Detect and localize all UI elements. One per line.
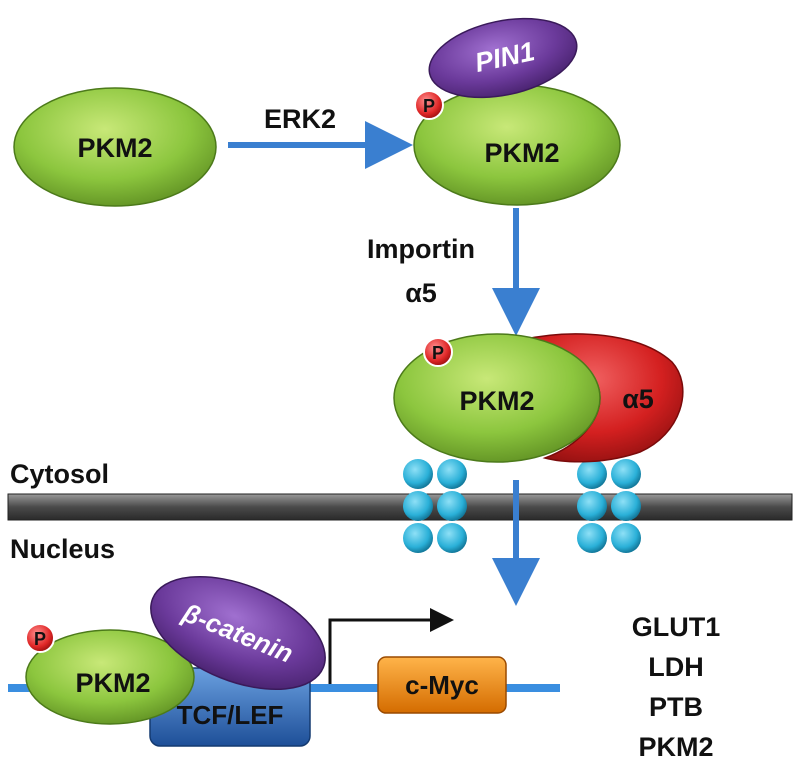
target-gene: GLUT1 — [632, 612, 721, 642]
pkm2-phosphorylated: PKM2 — [413, 84, 621, 206]
cytosol-label: Cytosol — [10, 459, 109, 489]
beta-catenin: β-catenin — [150, 575, 326, 691]
target-genes-list: GLUT1 LDH PTB PKM2 — [632, 612, 721, 762]
nuclear-pore-right — [577, 459, 641, 553]
pkm2-nuclear-label: PKM2 — [75, 668, 150, 698]
c-myc-gene: c-Myc — [377, 656, 507, 714]
membrane — [7, 493, 793, 521]
pkm2-importin-label: PKM2 — [459, 386, 534, 416]
pkm2-start-label: PKM2 — [77, 133, 152, 163]
target-gene: PTB — [649, 692, 703, 722]
alpha5-label: α5 — [622, 384, 654, 414]
pkm2-nuclear: PKM2 — [25, 629, 195, 725]
tcf-lef-label: TCF/LEF — [177, 700, 284, 730]
nucleus-label: Nucleus — [10, 534, 115, 564]
phospho-label: P — [423, 96, 435, 116]
nuclear-pore-left — [403, 459, 467, 553]
importin-label-line1: Importin — [367, 234, 475, 264]
c-myc-label: c-Myc — [405, 670, 479, 700]
phospho-badge-middle: P — [423, 337, 453, 367]
phospho-badge-bottom: P — [25, 623, 55, 653]
pkm2-importin-complex: PKM2 — [393, 333, 601, 463]
phospho-label: P — [34, 629, 46, 649]
importin-label-line2: α5 — [405, 278, 437, 308]
phospho-label: P — [432, 343, 444, 363]
erk2-label: ERK2 — [264, 104, 336, 134]
pkm2-unphosphorylated: PKM2 — [13, 87, 217, 207]
target-gene: PKM2 — [638, 732, 713, 762]
transcription-start-arrow — [328, 608, 454, 684]
pkm2-phos-label: PKM2 — [484, 138, 559, 168]
phospho-badge-top: P — [414, 90, 444, 120]
target-gene: LDH — [648, 652, 704, 682]
pin1: PIN1 — [428, 17, 578, 99]
